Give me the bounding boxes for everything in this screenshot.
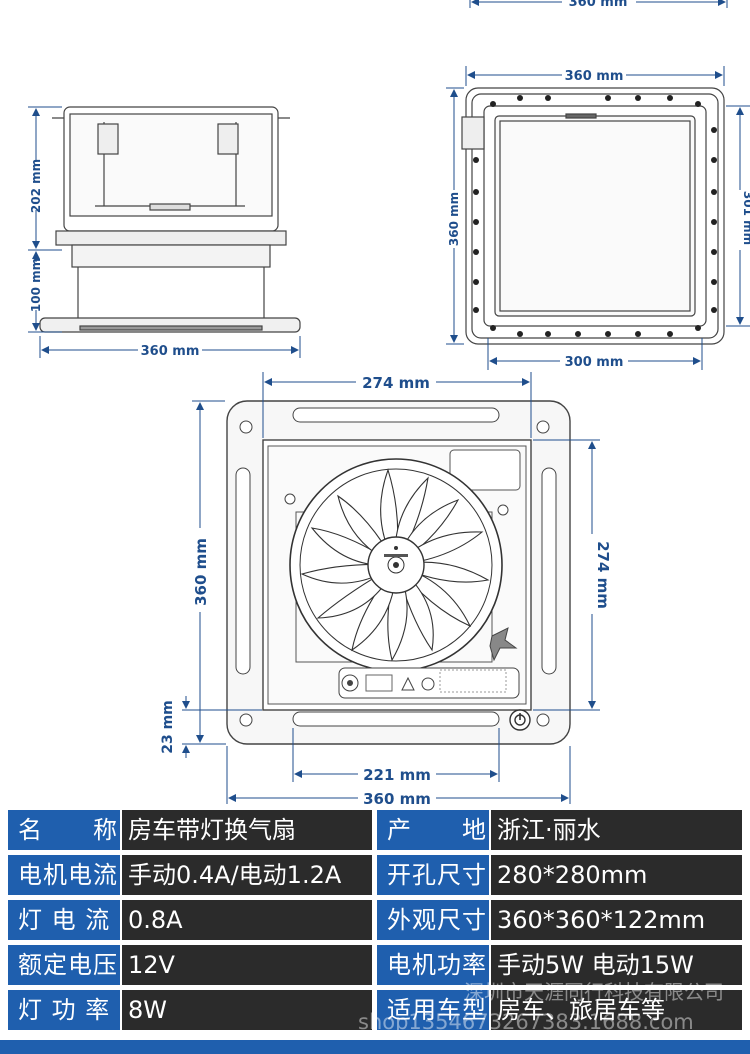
spec-label-light-current: 灯 电 流 [8,900,120,940]
technical-drawings: 360 mm 202 mm 100 mm 360 mm [28,0,750,806]
front-view-dimensions: 274 mm 360 mm 274 mm 23 mm 221 mm 360 mm [160,372,612,806]
dim-side-height-bottom: 100 mm [29,258,43,312]
dim-top-partial: 360 mm [569,0,628,10]
bottom-accent-bar [0,1040,750,1054]
top-view-dimensions: 360 mm 360 mm 301 mm 300 mm [446,66,750,370]
dim-front-left-height: 360 mm [192,538,210,606]
spec-value-cutout-size: 280*280mm [491,855,742,895]
spec-value-light-power: 8W [122,990,372,1030]
spec-value-vehicle-type: 房车、旅居车等 [491,990,742,1030]
spec-value-outer-size: 360*360*122mm [491,900,742,940]
spec-label-vehicle-type: 适用车型 [377,990,489,1030]
front-view-drawing [226,400,571,745]
dim-front-top-width: 274 mm [362,374,430,392]
spec-label-name: 名 称 [8,810,120,850]
dim-top-height-right: 301 mm [741,191,750,245]
dim-top-height-left: 360 mm [447,192,461,246]
spec-value-origin: 浙江·丽水 [491,810,742,850]
dim-front-outer-bottom: 360 mm [363,790,431,806]
spec-label-light-power: 灯 功 率 [8,990,120,1030]
top-view-holes [473,95,717,337]
spec-value-motor-power: 手动5W 电动15W [491,945,742,985]
spec-row-motor-current: 电机电流 手动0.4A/电动1.2A 开孔尺寸 280*280mm [0,855,750,895]
top-partial-dimension: 360 mm [469,0,728,10]
dim-top-inner-width: 300 mm [565,355,624,370]
spec-label-outer-size: 外观尺寸 [377,900,489,940]
spec-row-light-current: 灯 电 流 0.8A 外观尺寸 360*360*122mm [0,900,750,940]
spec-row-light-power: 灯 功 率 8W 适用车型 房车、旅居车等 [0,990,750,1030]
spec-row-rated-voltage: 额定电压 12V 电机功率 手动5W 电动15W [0,945,750,985]
dim-front-inner-bottom: 221 mm [363,766,431,784]
spec-label-rated-voltage: 额定电压 [8,945,120,985]
spec-label-cutout-size: 开孔尺寸 [377,855,489,895]
dim-front-bottom-offset: 23 mm [160,700,176,754]
dim-side-width: 360 mm [141,344,200,359]
spec-label-origin: 产 地 [377,810,489,850]
dim-top-width: 360 mm [565,69,624,84]
side-view-dimensions: 202 mm 100 mm 360 mm [28,106,301,359]
spec-label-motor-current: 电机电流 [8,855,120,895]
side-view-drawing [39,106,301,333]
spec-value-light-current: 0.8A [122,900,372,940]
spec-value-rated-voltage: 12V [122,945,372,985]
spec-row-name: 名 称 房车带灯换气扇 产 地 浙江·丽水 [0,810,750,850]
spec-value-motor-current: 手动0.4A/电动1.2A [122,855,372,895]
dim-side-height-top: 202 mm [29,159,43,213]
spec-label-motor-power: 电机功率 [377,945,489,985]
dim-front-right-height: 274 mm [594,541,612,609]
spec-value-name: 房车带灯换气扇 [122,810,372,850]
top-view-drawing [461,87,725,345]
